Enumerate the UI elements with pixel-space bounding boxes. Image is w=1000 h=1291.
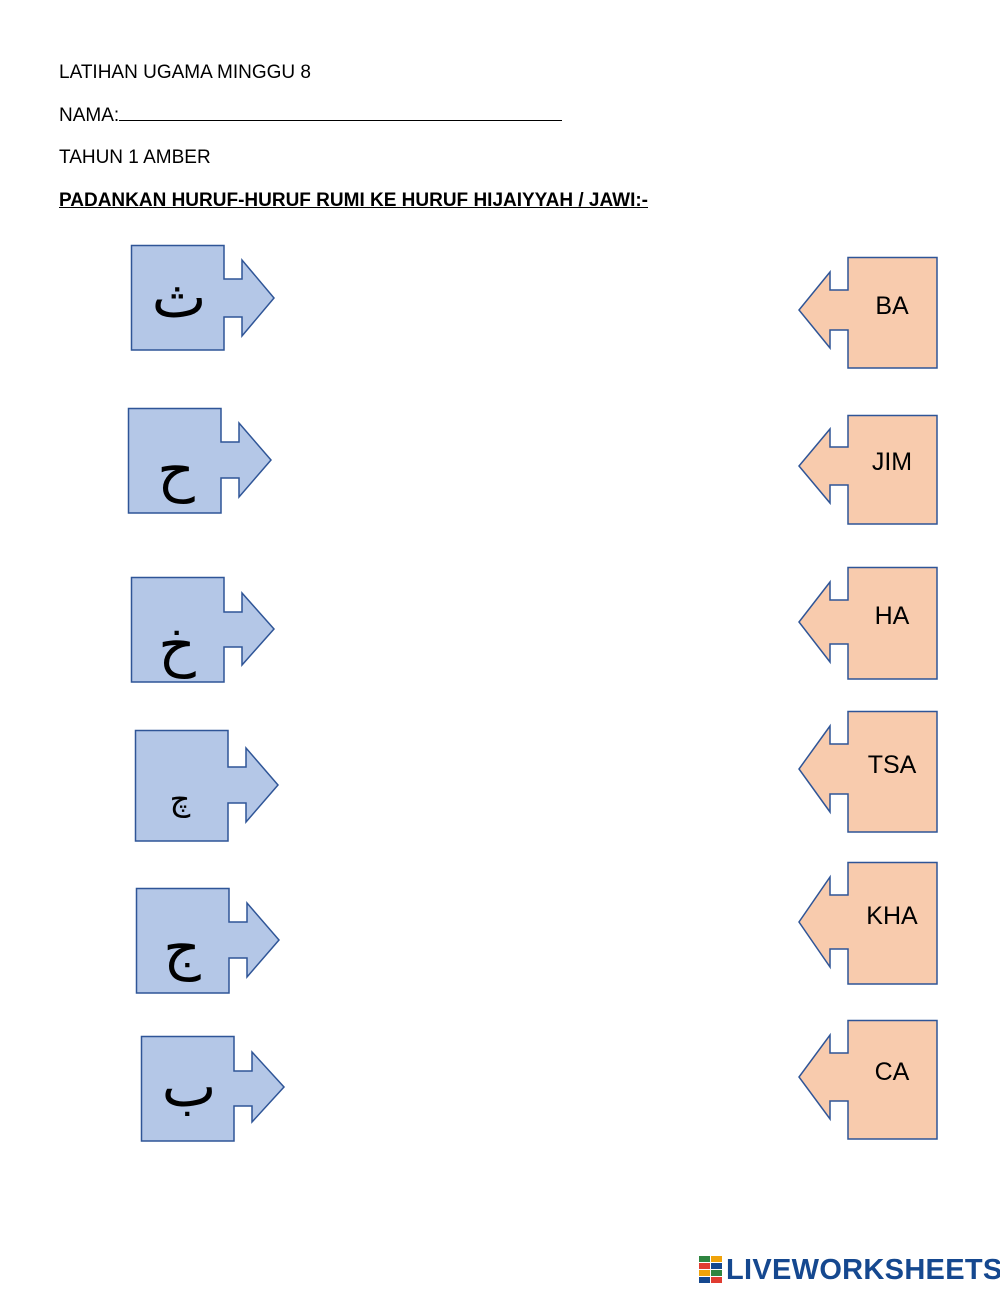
left-card[interactable]: ب: [140, 1035, 287, 1142]
hijaiyyah-letter: ب: [162, 1052, 217, 1120]
left-card[interactable]: ح: [127, 407, 274, 514]
rumi-label: KHA: [866, 902, 918, 930]
right-card[interactable]: HA: [798, 566, 938, 680]
right-card[interactable]: CA: [798, 1019, 938, 1140]
rumi-label: CA: [875, 1058, 910, 1086]
hijaiyyah-letter: چ: [170, 780, 191, 818]
hijaiyyah-letter: ث: [152, 263, 207, 331]
hijaiyyah-letter: ح: [157, 436, 195, 504]
brand-name: LIVEWORKSHEETS: [726, 1254, 1000, 1286]
hijaiyyah-letter: خ: [158, 611, 196, 679]
name-line[interactable]: [119, 104, 563, 121]
hijaiyyah-letter: ج: [163, 914, 201, 982]
left-card[interactable]: ج: [135, 887, 282, 994]
right-card[interactable]: TSA: [798, 710, 938, 833]
instruction-heading: PADANKAN HURUF-HURUF RUMI KE HURUF HIJAI…: [59, 190, 648, 211]
worksheet-title: LATIHAN UGAMA MINGGU 8: [59, 62, 311, 83]
name-field[interactable]: NAMA:: [59, 104, 563, 127]
rumi-label: BA: [875, 292, 909, 320]
right-card[interactable]: BA: [798, 256, 938, 369]
class-label: TAHUN 1 AMBER: [59, 147, 211, 168]
left-card[interactable]: خ: [130, 576, 277, 683]
right-card[interactable]: KHA: [798, 861, 938, 985]
liveworksheets-logo-icon: [699, 1256, 722, 1283]
rumi-label: JIM: [872, 448, 912, 476]
right-card[interactable]: JIM: [798, 414, 938, 525]
left-card[interactable]: ث: [130, 244, 277, 351]
rumi-label: HA: [875, 602, 910, 630]
name-label: NAMA:: [59, 105, 120, 126]
left-card[interactable]: چ: [134, 729, 281, 842]
rumi-label: TSA: [868, 751, 917, 779]
